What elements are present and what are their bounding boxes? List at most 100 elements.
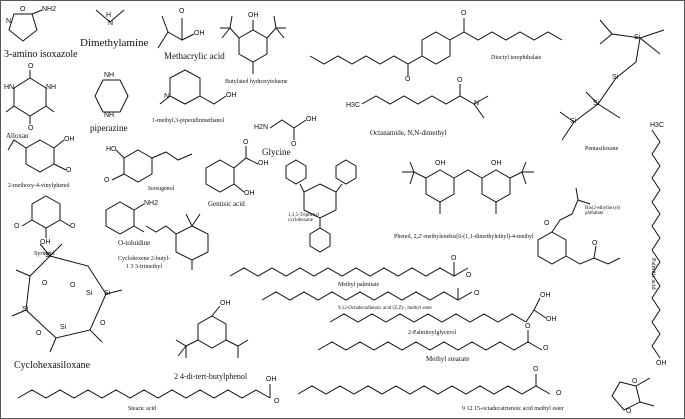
isoeugenol-structure xyxy=(112,150,192,182)
methylenebis-phenol-structure xyxy=(402,162,534,214)
pentasiloxane-structure xyxy=(560,20,664,140)
atom-h3c-octanamide: H3C xyxy=(346,102,361,109)
atom-ho-isoeugenol: HO xyxy=(106,146,117,153)
cyclohexasiloxane-structure xyxy=(12,244,122,352)
label-methylpiperidinemethanol: 1-methyl,3-piperidinmethanol xyxy=(152,118,225,124)
atom-o-syringol1: O xyxy=(14,223,20,230)
atom-o-stearic: O xyxy=(274,398,280,405)
label-glycine: Glycine xyxy=(262,147,291,157)
label-isoeugenol: Isoeugenol xyxy=(148,186,175,192)
atom-oh-bht: OH xyxy=(248,12,259,19)
label-cyclohexene-1: Cyclohexene 2-butyl- xyxy=(118,256,171,262)
label-syringol: Syringol xyxy=(34,251,55,257)
label-octanamide: Octanamide, N,N-dimethyl xyxy=(370,129,447,137)
methylpiperidinemethanol-structure xyxy=(160,70,226,104)
label-ditertbutylphenol: 2 4-di-tert-butylphenol xyxy=(174,372,248,381)
atom-o-isoeugenol: O xyxy=(104,177,110,184)
atom-si-cyclo4: Si xyxy=(60,324,67,331)
label-palmitic-acid: Palmitic acid xyxy=(650,258,656,290)
label-methyl-stearate: Methyl stearate xyxy=(426,355,470,363)
atom-si-cyclo1: Si xyxy=(45,252,52,259)
label-cyclohexasiloxane: Cyclohexasiloxane xyxy=(14,360,91,371)
atom-oh-stearic: OH xyxy=(266,376,277,383)
atom-si-penta4: Si xyxy=(570,118,577,125)
atom-o-syringol2: O xyxy=(70,223,76,230)
atom-o-isoxazole: O xyxy=(20,6,26,13)
atom-h3c-palmitic: H3C xyxy=(650,122,665,129)
label-dimethylamine: Dimethylamine xyxy=(80,37,149,49)
atom-oh-bisphenol1: OH xyxy=(435,160,446,167)
methyl-palmitate-structure xyxy=(230,262,468,276)
atom-o-methylpalmitate1: O xyxy=(451,255,457,262)
atom-nh2-isoxazole: NH2 xyxy=(42,6,57,13)
atom-o-gentisic: O xyxy=(243,139,249,146)
atom-si-penta3: Si xyxy=(593,100,600,107)
piperazine-structure xyxy=(95,80,128,112)
atom-oh-ditertbutyl: OH xyxy=(220,300,231,307)
octadecatrienoic-structure xyxy=(298,374,654,410)
atom-si-penta1: Si xyxy=(634,34,641,41)
label-triphenylcyclohexane: 1,3,5-Triphenyl cyclohexane xyxy=(288,213,320,223)
atom-si-cyclo3: Si xyxy=(104,290,111,297)
toluidine-structure xyxy=(106,202,144,234)
atom-o-octanamide: O xyxy=(457,77,463,84)
label-bht: Butylated hydroxytoluene xyxy=(225,79,288,85)
ethylhexyl-phthalate-structure xyxy=(538,188,620,264)
label-pentasiloxane: Pentasiloxane xyxy=(585,146,619,152)
label-toluidine: O-toluidine xyxy=(118,239,151,247)
label-methylenebis-phenol: Phenol, 2,2'-methylenebis[6-(1,1-dimethy… xyxy=(394,234,534,240)
atom-n-isoxazole: N xyxy=(6,18,12,25)
label-octadecatrienoic: 9 12 15-octadecatrienoic acid methyl est… xyxy=(462,406,564,412)
label-piperazine: piperazine xyxy=(90,123,128,133)
octanamide-structure xyxy=(362,84,488,118)
methoxyvinylphenol-structure xyxy=(8,140,66,172)
dioctyl-terephthalate-structure xyxy=(310,18,562,76)
atom-o-alloxan-bottom: O xyxy=(28,125,34,132)
palmitoylglycerol-structure xyxy=(330,298,546,322)
atom-oh-gentisic2: OH xyxy=(244,190,255,197)
methyl-stearate-structure xyxy=(318,330,542,350)
atom-o-dot2: O xyxy=(405,76,411,83)
gentisic-acid-structure xyxy=(206,146,258,192)
cyclohexene-structure xyxy=(146,214,208,270)
atom-n-dimethylamine: N xyxy=(108,20,114,27)
atom-o-trienoic1: O xyxy=(533,366,539,373)
atom-o-stearate1: O xyxy=(525,323,531,330)
atom-o-phthalate1: O xyxy=(544,220,550,227)
atom-nh2-toluidine: NH2 xyxy=(144,200,159,207)
methacrylic-acid-structure xyxy=(158,16,194,48)
triphenylcyclohexane-structure xyxy=(286,160,356,252)
atom-o-trienoic2: O xyxy=(556,390,562,397)
atom-oh-bisphenol2: OH xyxy=(491,160,502,167)
atom-oh-vinylphenol: OH xyxy=(64,136,75,143)
dimethylamine-structure xyxy=(96,10,124,22)
atom-si-cyclo5: Si xyxy=(22,306,29,313)
atom-n-piperidine: N xyxy=(164,93,170,100)
atom-o-phthalate2: O xyxy=(592,240,598,247)
atom-o-cyclo3: O xyxy=(100,320,106,327)
atom-o-octadecadienoic: O xyxy=(474,290,480,297)
atom-o-cyclo1: O xyxy=(70,282,76,289)
syringol-structure xyxy=(22,196,70,238)
label-dioctyl-terephthalate: Dioctyl terephthalate xyxy=(491,55,542,61)
label-alloxan: Alloxan xyxy=(6,132,29,140)
glycine-structure xyxy=(270,120,306,140)
atom-si-cyclo2: Si xyxy=(86,290,93,297)
atom-o-glycine: O xyxy=(291,141,297,148)
stearic-acid-structure xyxy=(18,384,270,398)
atom-o-alloxan-top: O xyxy=(28,63,34,70)
alloxan-structure xyxy=(6,70,54,124)
atom-oh-glycine: OH xyxy=(306,116,317,123)
atom-h-dimethylamine: H xyxy=(106,12,112,19)
label-methacrylic-acid: Methacrylic acid xyxy=(164,51,225,61)
amino-isoxazole-structure xyxy=(9,10,42,41)
bht-structure xyxy=(220,16,286,74)
atom-nh-piperazine2: NH xyxy=(104,112,115,119)
atom-hn-alloxan: HN xyxy=(4,84,15,91)
atom-o-cyclo2: O xyxy=(42,280,48,287)
label-gentisic-acid: Gentisic acid xyxy=(208,200,245,208)
label-cyclohexene-2: 1 3 3-trimethyl xyxy=(126,264,162,270)
palmitic-acid-structure xyxy=(652,130,660,358)
label-octadecadienoic: 9,12-Octadecadienoic acid (Z,Z)-, methyl… xyxy=(338,306,432,311)
